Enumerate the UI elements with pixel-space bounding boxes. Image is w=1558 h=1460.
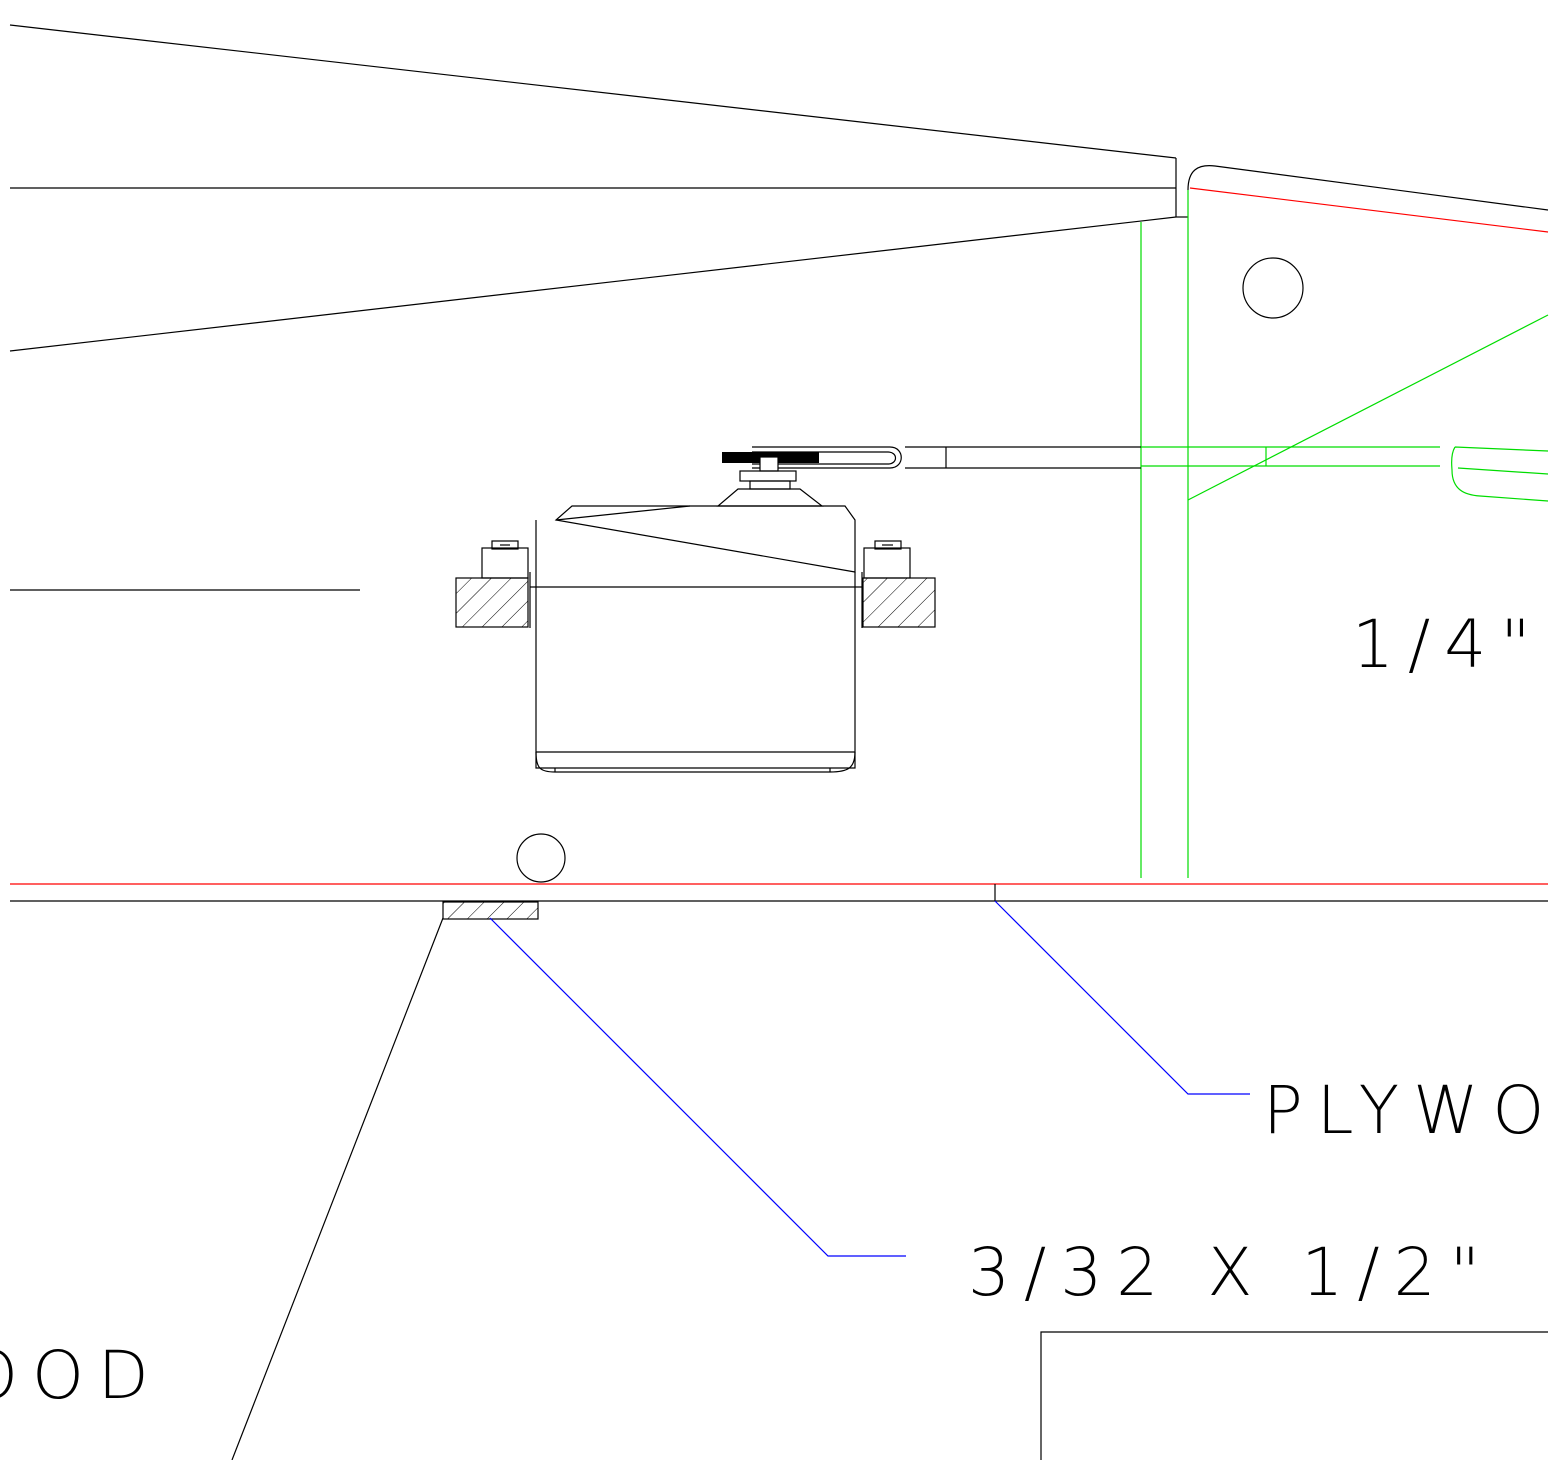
red-reference-lines	[10, 187, 1549, 885]
strip-leader	[489, 917, 906, 1257]
plywood-thickness-label: 1/4"	[1352, 606, 1545, 683]
servo-mount-blocks	[455, 577, 936, 628]
stabilizer-outline	[9, 24, 1549, 352]
misc-outline	[10, 589, 1548, 1460]
hidden-structure-green	[1140, 190, 1549, 878]
plywood-fragment-label: OOD	[0, 1337, 163, 1414]
leader-lines	[489, 900, 1250, 1257]
strip-3-32-x-1-2	[442, 901, 539, 920]
strip-callout-label: 3/32 X 1/2"	[968, 1234, 1494, 1311]
plywood-callout-label: PLYWOO	[1263, 1072, 1558, 1149]
hinge-hole-upper	[1242, 257, 1304, 319]
servo	[529, 452, 863, 773]
pushrod	[752, 446, 1141, 469]
plywood-leader	[994, 900, 1250, 1095]
mount-screws	[481, 540, 911, 579]
hinge-hole-lower	[516, 833, 566, 883]
